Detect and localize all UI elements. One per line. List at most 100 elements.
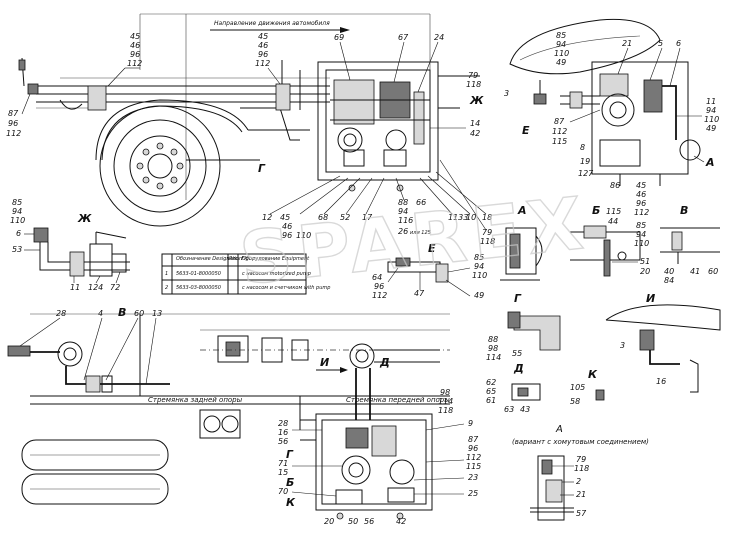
view-letter-a-title: А <box>517 204 527 217</box>
callout: 118 <box>438 406 453 415</box>
callout: 67 <box>398 33 409 42</box>
view-letter-g: Г <box>258 162 266 175</box>
callout: 20 <box>324 517 334 526</box>
top-left-callouts: 45 46 96 112 45 46 96 112 87 96 112 69 6… <box>6 32 495 246</box>
callout: 118 <box>574 464 589 473</box>
callout: 58 <box>570 397 580 406</box>
callout: 28 <box>56 309 66 318</box>
callout: 15 <box>278 468 288 477</box>
callout: 79 <box>468 71 478 80</box>
callout: 71 <box>278 459 288 468</box>
callout: 85 <box>556 31 566 40</box>
callout: 49 <box>706 124 716 133</box>
callout: 11 <box>706 97 716 106</box>
variant-a-letter: А <box>555 424 563 435</box>
callout: 16 <box>656 377 666 386</box>
view-b-detail: Б 85 94 110 51 20 <box>570 204 650 277</box>
callout: 26 <box>398 227 408 236</box>
view-letter-i: И <box>320 356 329 369</box>
callout: 20 <box>640 267 650 276</box>
callout: 114 <box>486 353 501 362</box>
callout: 6 <box>676 39 681 48</box>
callout: 118 <box>466 80 481 89</box>
variant-a-caption: (вариант с хомутовым соединением) <box>512 438 649 446</box>
callout: 47 <box>414 289 425 298</box>
table-cell: 5633-01-8000050 <box>176 271 221 277</box>
callout: 94 <box>12 207 22 216</box>
callout: 96 <box>8 119 18 128</box>
view-letter-a: А <box>705 156 715 169</box>
view-letter-e: Е <box>522 124 530 137</box>
callout: 46 <box>258 41 268 50</box>
arrow-icon <box>340 367 348 373</box>
callout: 50 <box>348 517 358 526</box>
view-letter-i-title: И <box>646 292 655 305</box>
callout: 11 <box>70 283 80 292</box>
callout: 24 <box>434 33 444 42</box>
callout: 94 <box>556 40 566 49</box>
callout: 124 <box>88 283 103 292</box>
callout: 49 <box>474 291 484 300</box>
callout: 110 <box>296 231 311 240</box>
callout: 87 <box>8 109 19 118</box>
callout: 88 <box>488 335 498 344</box>
view-letter-zh: Ж <box>469 94 484 107</box>
truck-side-view: Направление движения автомобиля <box>18 13 480 227</box>
callout: 46 <box>636 190 646 199</box>
table-cell: 5633-03-8000050 <box>176 285 221 291</box>
callout: 98 <box>440 388 450 397</box>
rear-support-caption: Стремянка задней опоры <box>148 396 243 404</box>
callout: 40 <box>664 267 674 276</box>
table-cell: с насосом и счетчиком with pump <box>242 285 330 291</box>
callout: 9 <box>468 419 473 428</box>
table-cell: 2 <box>165 285 168 291</box>
callout: 115 <box>552 137 567 146</box>
callout: 63 <box>504 405 514 414</box>
callout: 1133 <box>448 213 468 222</box>
callout: 16 <box>278 428 288 437</box>
callout: 85 <box>12 198 22 207</box>
direction-caption: Направление движения автомобиля <box>214 20 330 27</box>
callout: 3 <box>504 89 509 98</box>
callout: 96 <box>636 199 646 208</box>
callout: 21 <box>622 39 632 48</box>
callout: 118 <box>480 237 495 246</box>
callout: 66 <box>416 198 426 207</box>
callout: 70 <box>278 487 288 496</box>
callout: 65 <box>486 387 496 396</box>
callout: 19 <box>580 157 590 166</box>
view-a-detail: А <box>500 204 543 281</box>
bottom-assembly-view: 98 114 118 9 87 96 112 115 23 25 28 16 5… <box>21 388 481 526</box>
callout: 21 <box>576 490 586 499</box>
callout: 23 <box>468 473 478 482</box>
front-support-caption: Стремянка передней опоры <box>346 396 450 404</box>
callout: 112 <box>634 208 649 217</box>
callout: 110 <box>554 49 569 58</box>
callout: 56 <box>364 517 374 526</box>
callout: 60 <box>134 309 144 318</box>
callout: 55 <box>512 349 522 358</box>
callout: 57 <box>576 509 587 518</box>
callout: 96 <box>130 50 140 59</box>
callout: 46 <box>130 41 140 50</box>
callout: 79 <box>482 228 492 237</box>
designation-table: Обозначение Designation Рис. Fig. Оборуд… <box>161 253 330 295</box>
callout: 45 <box>130 32 140 41</box>
view-letter-k-title: К <box>588 368 598 381</box>
callout: 18 <box>482 213 492 222</box>
view-letter-v-bottom: Г <box>286 448 294 461</box>
table-header-designation: Обозначение Designation <box>176 256 242 262</box>
view-letter-g-title: Г <box>514 292 522 305</box>
callout: 3 <box>620 341 625 350</box>
view-e-detail: Е 64 96 112 47 85 94 110 49 <box>372 242 487 300</box>
view-k-detail: К 105 58 <box>570 368 605 406</box>
callout: 6 <box>16 229 21 238</box>
callout: 45 <box>258 32 268 41</box>
callout: 61 <box>486 396 496 405</box>
callout: 96 <box>258 50 268 59</box>
callout: 5 <box>658 39 663 48</box>
callout: 98 <box>488 344 498 353</box>
callout: 85 <box>636 221 646 230</box>
callout: 94 <box>398 207 408 216</box>
